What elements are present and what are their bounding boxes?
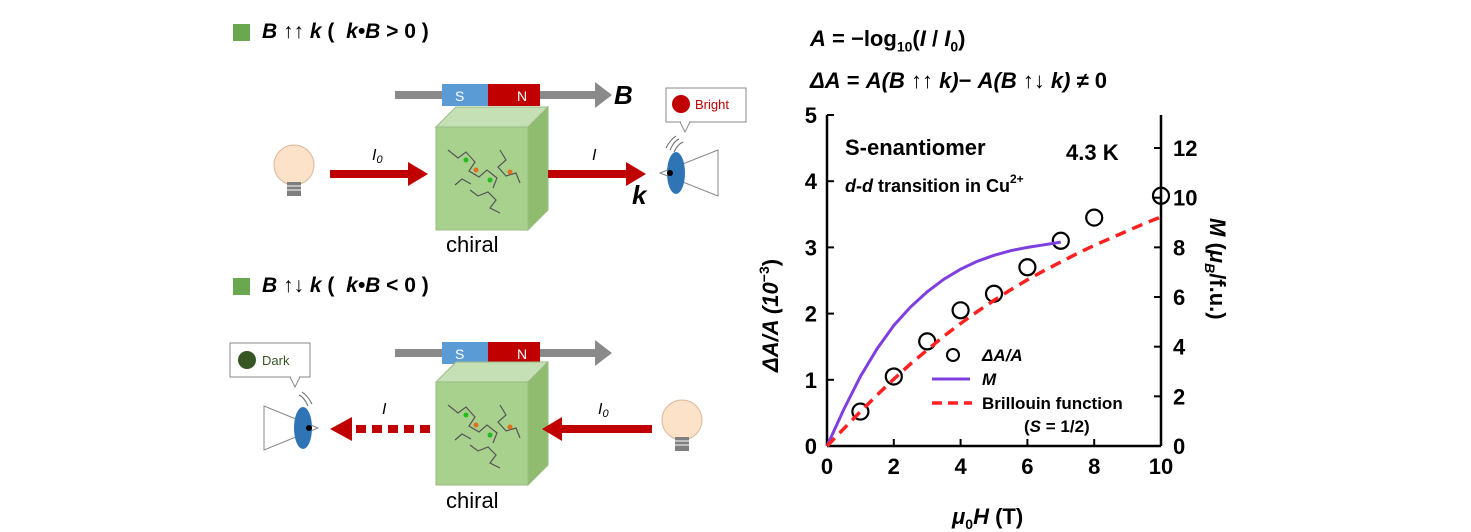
magnet-bottom: S N <box>395 340 612 366</box>
chiral-cube-top <box>434 105 550 232</box>
data-point-dA <box>1051 231 1070 250</box>
light-bulb-icon <box>661 399 703 451</box>
chiral-label-bottom: chiral <box>446 488 499 513</box>
transmitted-label-bottom: I <box>382 401 387 418</box>
bright-bubble: Bright <box>665 87 747 134</box>
y-right-tick-label: 10 <box>1173 186 1197 211</box>
data-point-dA <box>1018 258 1037 277</box>
data-point-dA <box>951 301 970 320</box>
heading-kB: k•B <box>346 274 381 297</box>
y-right-axis-label: M (μB/f.u.) <box>1202 218 1230 320</box>
heading-k: k <box>309 20 322 43</box>
incident-beam-bottom <box>542 417 652 441</box>
light-bulb-icon <box>273 144 315 196</box>
sample-annotation: S-enantiomer <box>845 135 986 160</box>
heading-B: B <box>262 20 278 43</box>
schematic-svg: S N B chiral I0 <box>229 80 747 513</box>
y-left-axis-label: ΔA/A (10−3) <box>756 259 783 373</box>
bullet-square <box>233 277 250 295</box>
y-right-tick-label: 6 <box>1173 285 1185 310</box>
bullet-square <box>233 23 250 41</box>
heading-B: B <box>262 274 278 297</box>
heading-antiparallel: B ↑↓ k ( k•B < 0 ) <box>233 274 429 298</box>
equation-absorbance: A = −log10(I / I0) <box>810 26 966 55</box>
equation-delta-absorbance: ΔA = A(B ↑↑ k)− A(B ↑↓ k) ≠ 0 <box>810 68 1108 93</box>
transmitted-label-top: I <box>592 147 597 164</box>
y-right-tick-label: 2 <box>1173 384 1185 409</box>
y-right-tick-label: 12 <box>1173 136 1197 161</box>
bright-indicator <box>672 95 690 113</box>
heading-cond: < 0 ) <box>386 274 429 297</box>
magnet-north-label: N <box>517 346 527 362</box>
data-point-dA <box>1151 186 1171 205</box>
chiral-cube-bottom <box>434 360 550 487</box>
magnet-top: S N <box>395 82 612 108</box>
y-left-tick-label: 4 <box>805 169 818 194</box>
x-tick-label: 0 <box>821 454 833 479</box>
legend: ΔA/A M Brillouin function (S = 1/2) <box>932 346 1123 436</box>
legend-label-M: M <box>982 370 997 389</box>
dark-indicator <box>238 351 256 369</box>
data-point-dA <box>851 402 870 421</box>
x-tick-label: 2 <box>888 454 900 479</box>
wavevector-label: k <box>632 180 648 210</box>
transmitted-beam-bottom <box>330 417 432 441</box>
legend-marker-circle <box>946 348 960 362</box>
heading-cond: > 0 ) <box>386 20 429 43</box>
magnetization-curve <box>825 240 1062 447</box>
x-tick-label: 6 <box>1021 454 1033 479</box>
y-left-tick-label: 1 <box>805 368 817 393</box>
data-point-dA <box>1085 208 1104 227</box>
legend-label-brillouin: Brillouin function <box>982 394 1123 413</box>
bright-label: Bright <box>695 97 729 112</box>
dark-bubble: Dark <box>229 342 311 389</box>
heading-parallel: B ↑↑ k ( k•B > 0 ) <box>233 20 429 44</box>
brillouin-curve <box>825 215 1162 448</box>
y-left-tick-label: 3 <box>805 235 817 260</box>
transmitted-beam-top <box>548 162 646 186</box>
temperature-annotation: 4.3 K <box>1066 140 1119 165</box>
incident-beam-top <box>330 162 428 186</box>
chiral-label-top: chiral <box>446 232 499 257</box>
y-right-tick-label: 0 <box>1173 434 1185 459</box>
data-point-dA <box>884 367 903 386</box>
heading-arrows: ↑↑ <box>283 20 305 43</box>
x-tick-label: 4 <box>954 454 967 479</box>
y-right-tick-label: 8 <box>1173 235 1185 260</box>
schematic-panel: B ↑↑ k ( k•B > 0 ) B ↑↓ k ( k•B < 0 ) S … <box>229 20 747 513</box>
heading-arrows: ↑↓ <box>283 274 305 297</box>
magnet-south-label: S <box>455 346 464 362</box>
heading-kB: k•B <box>346 20 381 43</box>
y-right-tick-label: 4 <box>1173 335 1186 360</box>
field-label: B <box>614 80 633 110</box>
x-axis-label: μ0H (T) <box>951 504 1023 532</box>
dark-label: Dark <box>262 353 290 368</box>
transition-annotation: d-d transition in Cu2+ <box>845 172 1024 196</box>
incident-label-top: I0 <box>372 147 383 166</box>
y-left-tick-label: 2 <box>805 302 817 327</box>
heading-paren: ( <box>327 274 335 297</box>
eye-icon <box>263 391 320 451</box>
magnet-north-label: N <box>517 88 527 104</box>
incident-label-bottom: I0 <box>598 401 609 420</box>
legend-label-dA: ΔA/A <box>981 346 1023 365</box>
y-left-tick-label: 5 <box>805 103 817 128</box>
heading-paren: ( <box>327 20 335 43</box>
heading-k: k <box>309 274 322 297</box>
magnet-south-label: S <box>455 88 464 104</box>
x-tick-label: 10 <box>1149 454 1173 479</box>
eye-icon <box>658 135 719 197</box>
y-left-tick-label: 0 <box>805 434 817 459</box>
x-tick-label: 8 <box>1088 454 1100 479</box>
legend-sublabel: (S = 1/2) <box>1024 417 1090 436</box>
